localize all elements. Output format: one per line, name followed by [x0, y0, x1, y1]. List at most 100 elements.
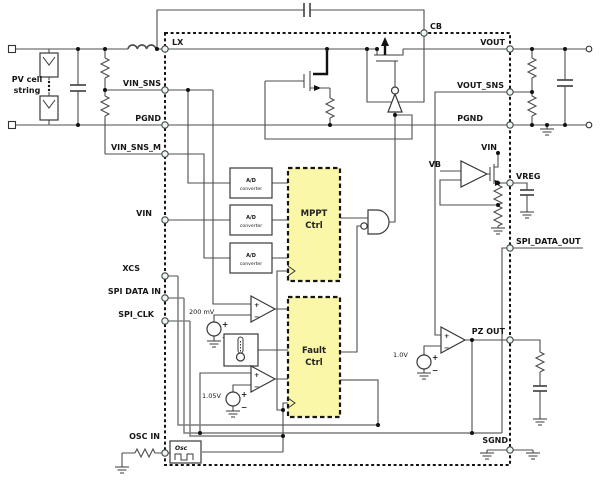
- pv-label-line2: string: [14, 86, 41, 95]
- minus-sign: −: [254, 313, 259, 321]
- series-dots: [47, 80, 51, 92]
- vb-amplifier-icon: [460, 160, 489, 188]
- inductor-icon: [127, 44, 157, 50]
- pin-spi-clk: [161, 317, 169, 325]
- clock-wedge-icon: [287, 265, 296, 277]
- temp-sensor-block: [223, 333, 259, 367]
- ground-icon: [525, 452, 541, 460]
- gate-driver-inverter-icon: [387, 86, 403, 113]
- pin-label-osc-in: OSC IN: [129, 432, 160, 441]
- ground-icon: [206, 340, 222, 348]
- ref-200mv-label: 200 mV: [189, 308, 215, 316]
- pv-cell-icon: [39, 52, 59, 78]
- comparator-ov-1v05: + −: [250, 364, 277, 394]
- output-terminal-negative: [585, 121, 593, 129]
- pin-label-vin: VIN: [136, 209, 152, 218]
- pin-vin-sns-m: [161, 150, 169, 158]
- mppt-label-line1: MPPT: [301, 209, 328, 219]
- minus-sign: −: [254, 383, 259, 391]
- internal-vb-label: VB: [429, 160, 441, 169]
- plus-sign: +: [222, 320, 228, 329]
- pin-labels: LX CB VOUT VOUT_SNS PGND VIN_SNS PGND VI…: [108, 22, 581, 445]
- ground-icon: [479, 452, 495, 460]
- input-terminal-positive: [7, 44, 17, 54]
- pin-vout-sns: [506, 88, 514, 96]
- pin-label-xcs: XCS: [122, 264, 140, 273]
- ground-icon: [539, 128, 555, 136]
- pin-label-vout-sns: VOUT_SNS: [457, 81, 504, 90]
- pin-label-pgnd-right: PGND: [457, 114, 483, 123]
- ground-icon: [519, 211, 535, 219]
- ground-icon: [114, 466, 130, 474]
- wires: [16, 3, 586, 467]
- pin-label-vin-sns: VIN_SNS: [123, 79, 161, 88]
- comparator-uv-200mv: + −: [250, 294, 277, 324]
- fault-label-line1: Fault: [302, 346, 326, 356]
- adc1-label-line1: A/D: [246, 178, 256, 184]
- minus-sign: −: [241, 403, 247, 412]
- pin-vreg: [506, 179, 514, 187]
- pin-vin-sns: [161, 86, 169, 94]
- output-terminal-positive: [585, 45, 593, 53]
- pin-xcs: [161, 272, 169, 280]
- thermometer-icon: [235, 336, 246, 362]
- fault-label-line2: Ctrl: [305, 358, 322, 368]
- minus-sign: −: [444, 344, 449, 352]
- square-wave-icon: [174, 453, 194, 461]
- adc1-label-line2: converter: [240, 186, 262, 192]
- ref-1v05-label: 1.05V: [202, 392, 221, 400]
- fault-ctrl-block: Fault Ctrl: [286, 295, 342, 419]
- pin-spi-data-out: [506, 244, 514, 252]
- pin-sgnd: [506, 446, 514, 454]
- pin-pgnd-left: [161, 121, 169, 129]
- nand-gate-icon: [360, 209, 390, 235]
- pin-label-vout: VOUT: [480, 38, 505, 47]
- minus-sign: −: [432, 366, 438, 375]
- osc-label: Osc: [175, 445, 188, 452]
- pin-label-spi-data-out: SPI_DATA_OUT: [516, 237, 581, 246]
- pin-vout: [506, 45, 514, 53]
- plus-sign: +: [432, 353, 438, 362]
- adc-block-3: A/D converter: [229, 242, 273, 274]
- pin-cb: [420, 29, 428, 37]
- adc3-label-line2: converter: [240, 261, 262, 267]
- voltage-source-1v0: + −: [416, 353, 438, 375]
- pin-osc-in: [161, 449, 169, 457]
- high-side-mosfet-icon: [374, 37, 400, 62]
- plus-sign: +: [241, 390, 247, 399]
- ground-icon: [416, 372, 432, 380]
- adc-block-2: A/D converter: [229, 204, 273, 236]
- pin-spi-data-in: [161, 294, 169, 302]
- mppt-ctrl-block: MPPT Ctrl: [286, 166, 342, 283]
- adc-block-1: A/D converter: [229, 167, 273, 199]
- pin-pz-out: [506, 336, 514, 344]
- internal-vin-label: VIN: [481, 143, 497, 152]
- pin-label-lx: LX: [172, 38, 184, 47]
- clock-wedge-icon: [287, 397, 296, 409]
- comparator-pz: + −: [440, 325, 467, 355]
- voltage-source-1v05: + −: [225, 390, 247, 412]
- input-terminal-negative: [7, 120, 17, 130]
- ground-icon: [532, 418, 548, 426]
- adc2-label-line2: converter: [240, 223, 262, 229]
- pin-label-vin-sns-m: VIN_SNS_M: [111, 143, 161, 152]
- pin-pgnd-right: [506, 121, 514, 129]
- pin-label-sgnd: SGND: [482, 436, 508, 445]
- adc3-label-line1: A/D: [246, 253, 256, 259]
- plus-sign: +: [254, 301, 259, 309]
- adc2-label-line1: A/D: [246, 215, 256, 221]
- plus-sign: +: [254, 371, 259, 379]
- pin-vin: [161, 216, 169, 224]
- pin-label-spi-clk: SPI_CLK: [118, 310, 155, 319]
- pin-label-spi-data-in: SPI DATA IN: [108, 287, 161, 296]
- mppt-label-line2: Ctrl: [305, 221, 322, 231]
- pv-cell-icon: [39, 95, 59, 121]
- ground-icon: [225, 410, 241, 418]
- plus-sign: +: [444, 332, 449, 340]
- pin-label-pgnd-left: PGND: [135, 114, 161, 123]
- ground-icon: [490, 227, 506, 235]
- pv-cell-string: PV cell string: [12, 52, 59, 121]
- pin-label-pz-out: PZ OUT: [472, 327, 506, 336]
